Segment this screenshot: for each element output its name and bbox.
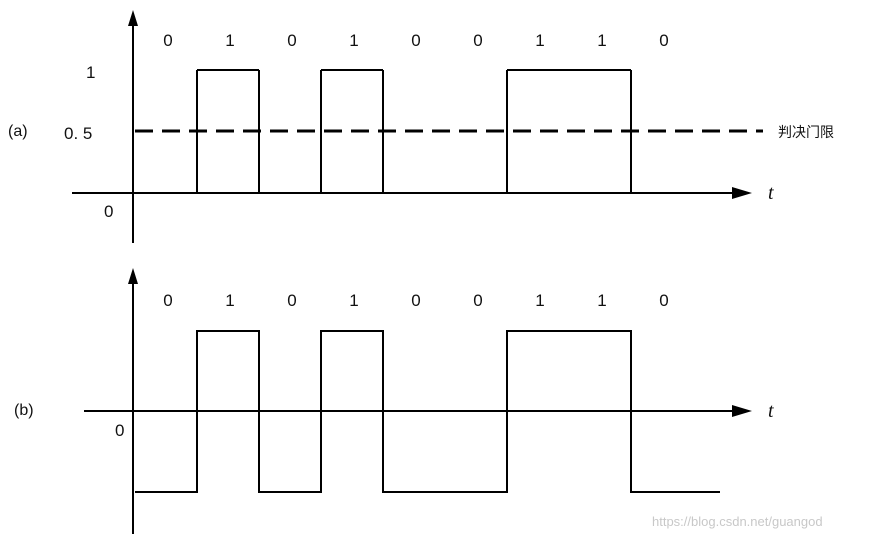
panel-a-x-arrow-icon	[732, 187, 752, 199]
panel-b-bit-label-1: 1	[225, 291, 234, 310]
panel-b-bit-labels: 0 1 0 1 0 0 1 1 0	[163, 291, 668, 310]
panel-b-bit-label-5: 0	[473, 291, 482, 310]
panel-a-bit-labels: 0 1 0 1 0 0 1 1 0	[163, 31, 668, 50]
panel-a-tick-one: 1	[86, 63, 95, 82]
panel-b-bit-label-8: 0	[659, 291, 668, 310]
panel-a-bit-label-7: 1	[597, 31, 606, 50]
panel-b-bit-label-4: 0	[411, 291, 420, 310]
panel-b-waveform	[135, 330, 720, 493]
panel-a-bit-label-6: 1	[535, 31, 544, 50]
panel-b-y-arrow-icon	[128, 268, 138, 284]
threshold-label: 判决门限	[778, 125, 834, 141]
panel-b-t-label: t	[768, 400, 774, 422]
panel-a-unipolar: (a) 1 0. 5 0 t 判决门限 0 1 0 1 0 0 1 1 0	[8, 10, 834, 243]
watermark: https://blog.csdn.net/guangod	[652, 514, 823, 529]
panel-a-bit-label-4: 0	[411, 31, 420, 50]
panel-b-bipolar: (b) 0 t 0 1 0 1 0 0 1 1 0	[14, 268, 774, 534]
panel-a-waveform	[196, 69, 632, 193]
panel-b-label: (b)	[14, 402, 34, 419]
panel-a-bit-label-2: 0	[287, 31, 296, 50]
panel-a-bit-label-8: 0	[659, 31, 668, 50]
panel-a-tick-zero: 0	[104, 202, 113, 221]
panel-b-tick-zero: 0	[115, 421, 124, 440]
panel-a-t-label: t	[768, 182, 774, 204]
panel-a-label: (a)	[8, 123, 28, 140]
panel-a-y-arrow-icon	[128, 10, 138, 26]
panel-b-bit-label-3: 1	[349, 291, 358, 310]
panel-a-bit-label-1: 1	[225, 31, 234, 50]
panel-a-bit-label-3: 1	[349, 31, 358, 50]
panel-a-tick-half: 0. 5	[64, 124, 92, 143]
panel-a-bit-label-0: 0	[163, 31, 172, 50]
panel-b-bit-label-0: 0	[163, 291, 172, 310]
panel-b-bit-label-2: 0	[287, 291, 296, 310]
panel-b-x-arrow-icon	[732, 405, 752, 417]
panel-a-bit-label-5: 0	[473, 31, 482, 50]
panel-b-bit-label-6: 1	[535, 291, 544, 310]
panel-b-bit-label-7: 1	[597, 291, 606, 310]
